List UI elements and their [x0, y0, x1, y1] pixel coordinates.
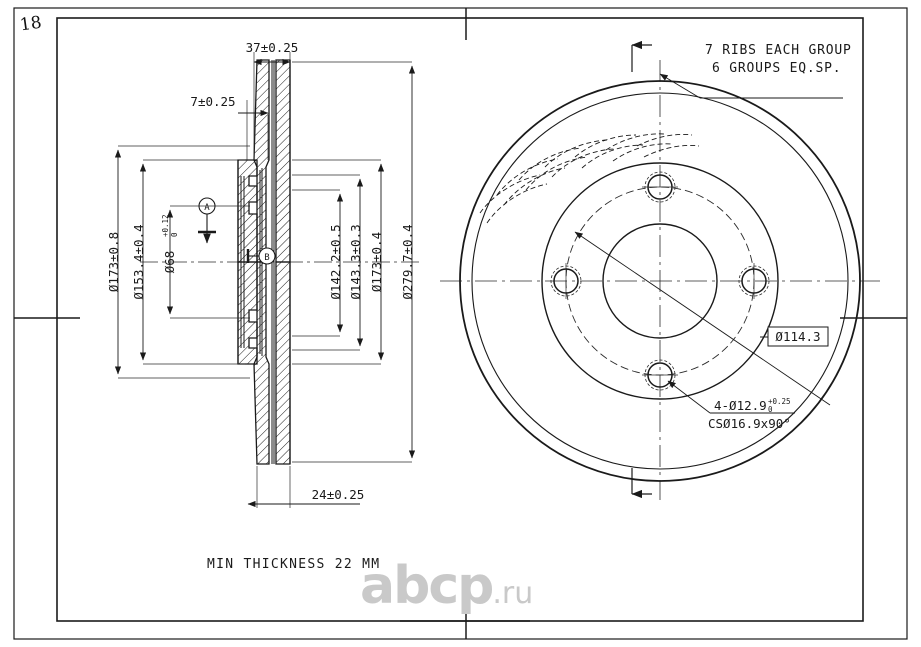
dim-width-total: 37±0.25	[246, 40, 299, 160]
centering-ticks	[14, 8, 907, 639]
pcd-leader-line	[574, 231, 831, 406]
dim-bore-label: Ø68	[162, 251, 177, 274]
note-ribs-line1: 7 RIBS EACH GROUP	[705, 43, 852, 58]
dim-hat-offset: 7±0.25	[190, 94, 269, 160]
hole-callout-tol-lower: 0	[768, 405, 773, 414]
hole-callout: 4-Ø12.9 +0.25 0 CSØ16.9x90°	[667, 380, 795, 431]
note-min-thickness: MIN THICKNESS 22 MM	[207, 557, 380, 572]
watermark-suffix: .ru	[492, 576, 534, 611]
watermark: abcp.ru	[360, 556, 600, 616]
dim-stack-left	[118, 145, 250, 379]
ribs-note-leader	[659, 73, 843, 99]
watermark-main: abcp	[360, 556, 494, 616]
datum-a: A	[198, 197, 216, 244]
profile-outline	[237, 60, 291, 464]
dim-inner-1-label: Ø142.2±0.5	[328, 224, 343, 299]
sheet-border	[13, 7, 908, 640]
bolt-hole	[738, 263, 770, 299]
dim-disc-od-label: Ø279.7±0.4	[400, 224, 415, 299]
front-view-centerlines	[440, 60, 880, 500]
section-arrows	[631, 40, 652, 499]
dim-outer-od-label: Ø173±0.8	[106, 232, 121, 292]
section-profile-upper	[237, 59, 291, 263]
hub-bore-circle	[602, 223, 718, 339]
dim-inner-3-label: Ø173±0.4	[369, 232, 384, 292]
dim-hat-od-label: Ø153.4±0.4	[131, 224, 146, 299]
internal-vanes	[479, 133, 700, 224]
dim-disc-thickness-label: 24±0.25	[312, 487, 365, 502]
hat-outer-circle	[541, 162, 779, 400]
dim-hat-offset-label: 7±0.25	[190, 94, 235, 109]
dim-bore-tol-lower: 0	[170, 232, 179, 237]
dim-bore-group: Ø68 +0.12 0	[161, 214, 179, 273]
disc-friction-circle	[471, 92, 849, 470]
dim-stack-right	[292, 61, 412, 463]
front-view: Ø114.3 7 RIBS EACH GROUP 6 GROUPS EQ.SP.…	[440, 40, 880, 500]
datum-b-label: B	[264, 253, 269, 263]
hole-callout-tol-upper: +0.25	[768, 397, 791, 406]
dim-disc-thickness: 24±0.25	[247, 466, 365, 508]
dim-bore-tol-upper: +0.12	[161, 214, 170, 237]
hole-callout-line2: CSØ16.9x90°	[708, 416, 791, 431]
dim-inner-2-label: Ø143.3±0.3	[348, 224, 363, 299]
bolt-hole	[642, 171, 678, 203]
disc-outer-circle	[459, 80, 861, 482]
datum-b: B	[246, 247, 276, 265]
section-profile-lower	[237, 261, 291, 465]
datum-a-label: A	[204, 203, 210, 213]
pcd-callout: Ø114.3	[760, 326, 829, 347]
pcd-label: Ø114.3	[775, 329, 820, 344]
dim-width-total-label: 37±0.25	[246, 40, 299, 55]
bolt-holes	[550, 171, 770, 391]
hole-callout-line1: 4-Ø12.9	[714, 398, 767, 413]
page-number-mark: 18	[18, 12, 43, 36]
bolt-hole	[642, 359, 678, 391]
bolt-hole	[550, 263, 582, 299]
note-ribs-line2: 6 GROUPS EQ.SP.	[712, 61, 841, 76]
section-view: A B 37±0.25	[106, 40, 420, 572]
